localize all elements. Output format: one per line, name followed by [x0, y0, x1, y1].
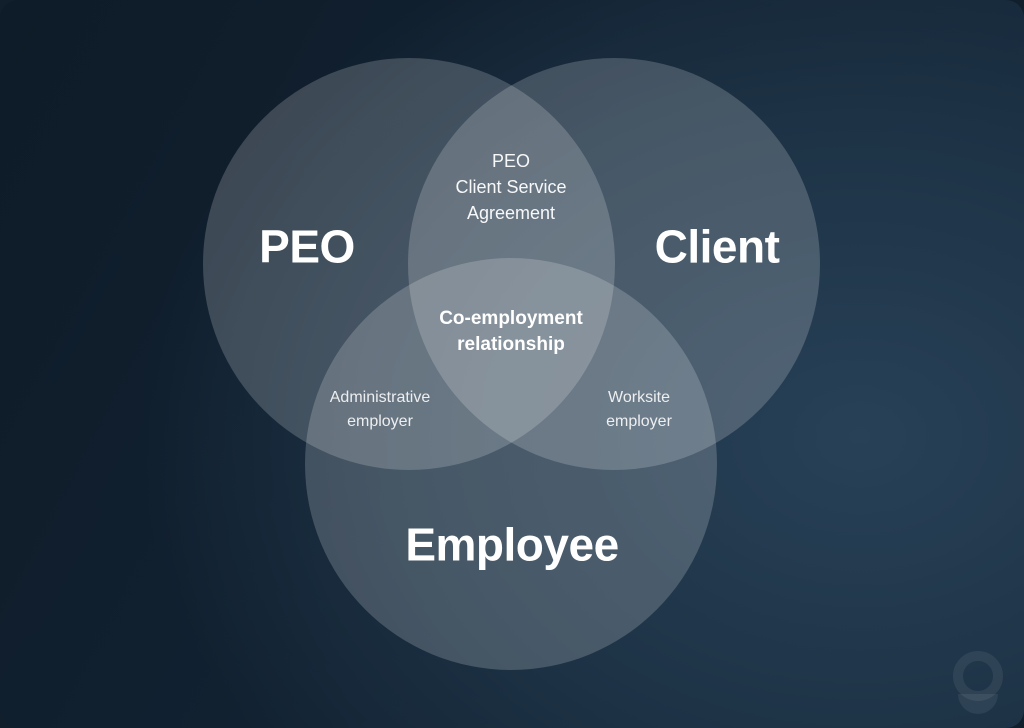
- circle-label-peo: PEO: [259, 220, 355, 273]
- circle-label-client: Client: [654, 220, 780, 273]
- person-ring-logo-icon: [953, 651, 1003, 714]
- overlap-label-peo-employee: Administrative employer: [329, 389, 431, 430]
- circle-label-employee: Employee: [405, 518, 619, 571]
- overlap-label-client-employee: Worksite employer: [606, 389, 672, 430]
- circle-client: [408, 58, 820, 470]
- circle-peo: [203, 58, 615, 470]
- circle-employee: [305, 258, 717, 670]
- overlap-label-peo-client: PEO Client Service Agreement: [455, 151, 567, 223]
- overlap-label-all-three: Co-employment relationship: [439, 308, 583, 355]
